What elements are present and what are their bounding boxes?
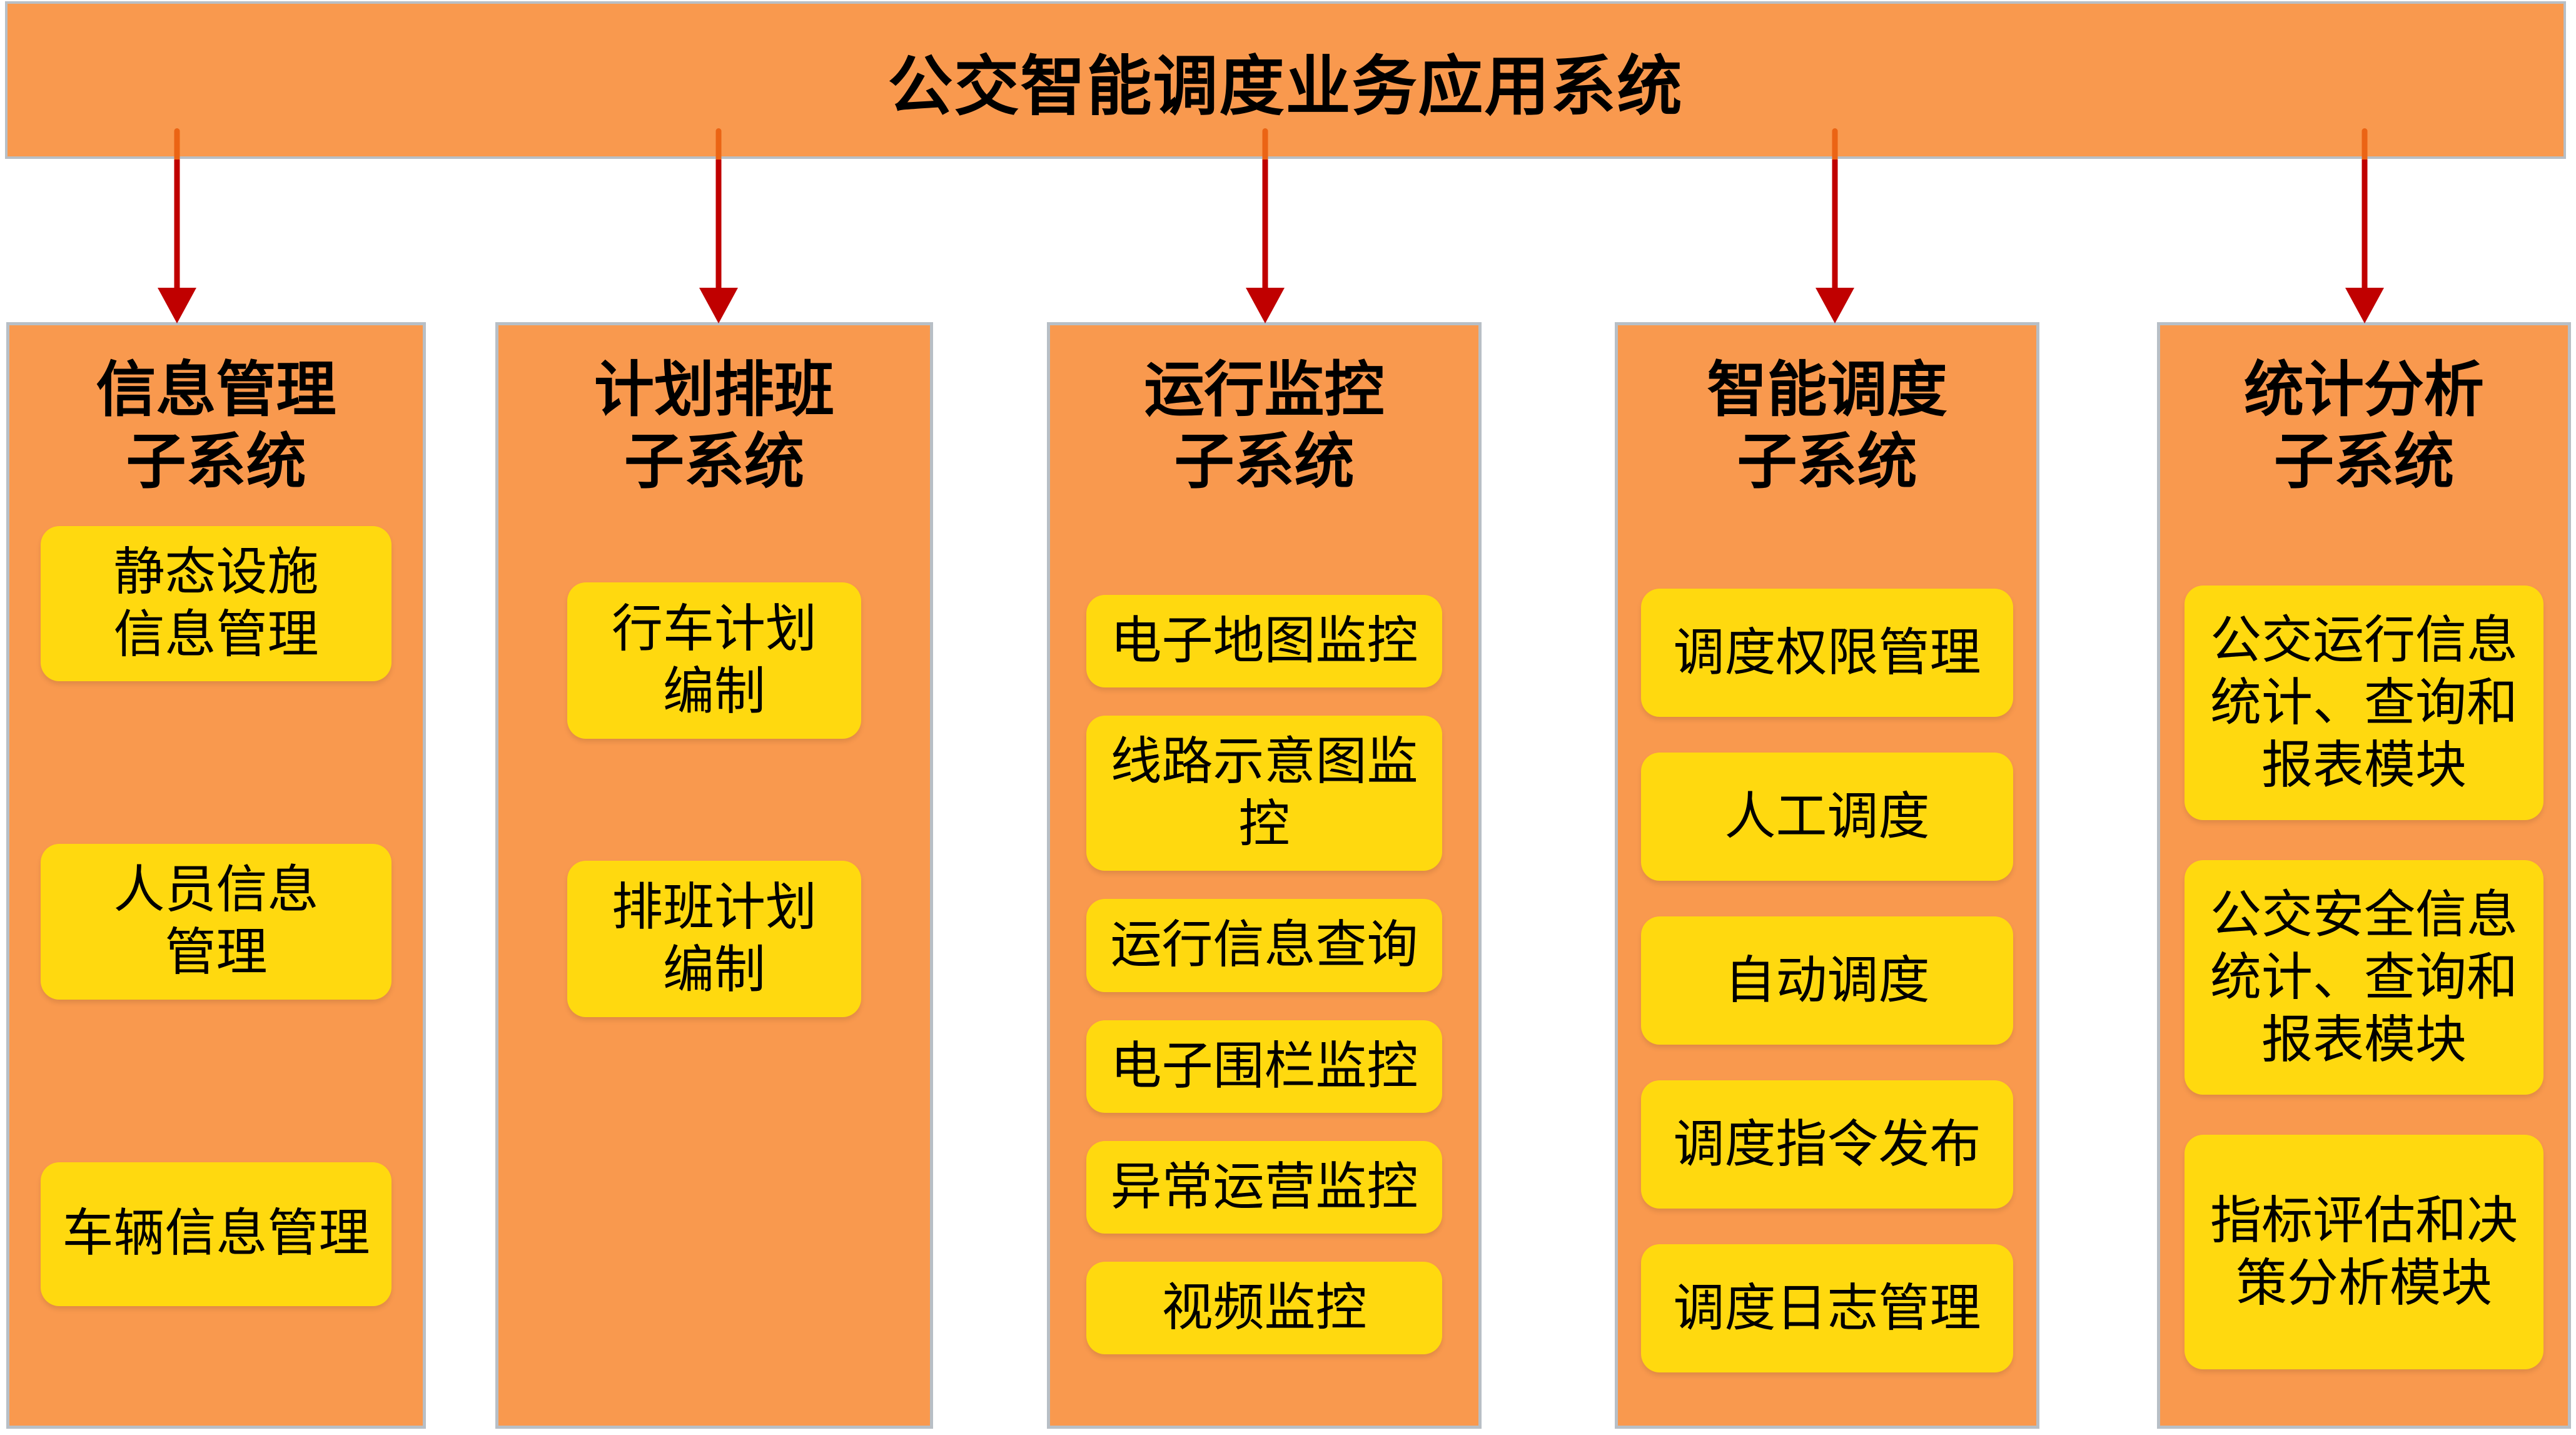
module-item: 行车计划 编制 — [567, 582, 861, 739]
module-list: 公交运行信息 统计、查询和 报表模块公交安全信息 统计、查询和 报表模块指标评估… — [2160, 586, 2568, 1370]
module-item: 线路示意图监 控 — [1086, 716, 1442, 871]
module-item: 电子围栏监控 — [1086, 1020, 1442, 1113]
subsystem-title: 智能调度 子系统 — [1707, 357, 1947, 496]
module-list: 电子地图监控线路示意图监 控运行信息查询电子围栏监控异常运营监控视频监控 — [1050, 595, 1478, 1354]
down-arrow-icon — [1816, 128, 1854, 323]
module-item: 公交运行信息 统计、查询和 报表模块 — [2185, 586, 2543, 821]
down-arrow-icon — [699, 128, 738, 323]
subsystem-column-statistical-analysis: 统计分析 子系统 公交运行信息 统计、查询和 报表模块公交安全信息 统计、查询和… — [2157, 322, 2571, 1429]
subsystem-title: 运行监控 子系统 — [1144, 357, 1385, 496]
subsystem-column-operation-monitoring: 运行监控 子系统 电子地图监控线路示意图监 控运行信息查询电子围栏监控异常运营监… — [1047, 322, 1482, 1429]
module-list: 调度权限管理人工调度自动调度调度指令发布调度日志管理 — [1618, 589, 2036, 1373]
module-item: 调度权限管理 — [1640, 589, 2014, 718]
module-item: 车辆信息管理 — [40, 1162, 392, 1306]
module-item: 自动调度 — [1640, 916, 2014, 1045]
header-banner: 公交智能调度业务应用系统 — [5, 1, 2566, 159]
down-arrow-icon — [2345, 128, 2384, 323]
module-item: 人员信息 管理 — [40, 844, 392, 1000]
subsystem-title: 信息管理 子系统 — [96, 357, 336, 496]
module-item: 公交安全信息 统计、查询和 报表模块 — [2185, 860, 2543, 1095]
subsystem-title: 计划排班 子系统 — [594, 357, 834, 496]
module-item: 调度日志管理 — [1640, 1244, 2014, 1373]
module-item: 异常运营监控 — [1086, 1140, 1442, 1234]
subsystem-title: 统计分析 子系统 — [2244, 357, 2484, 496]
module-item: 静态设施 信息管理 — [40, 526, 392, 682]
module-item: 运行信息查询 — [1086, 899, 1442, 992]
module-item: 调度指令发布 — [1640, 1080, 2014, 1209]
module-list: 行车计划 编制排班计划 编制 — [498, 582, 930, 1018]
module-list: 静态设施 信息管理人员信息 管理车辆信息管理 — [9, 526, 423, 1306]
page-title: 公交智能调度业务应用系统 — [887, 50, 1684, 123]
subsystem-column-info-management: 信息管理 子系统 静态设施 信息管理人员信息 管理车辆信息管理 — [6, 322, 426, 1429]
module-item: 排班计划 编制 — [567, 861, 861, 1018]
module-item: 视频监控 — [1086, 1261, 1442, 1354]
down-arrow-icon — [1246, 128, 1285, 323]
down-arrow-icon — [158, 128, 196, 323]
subsystem-column-intelligent-dispatch: 智能调度 子系统 调度权限管理人工调度自动调度调度指令发布调度日志管理 — [1615, 322, 2039, 1429]
subsystem-column-plan-scheduling: 计划排班 子系统 行车计划 编制排班计划 编制 — [495, 322, 933, 1429]
module-item: 指标评估和决 策分析模块 — [2185, 1135, 2543, 1370]
module-item: 电子地图监控 — [1086, 595, 1442, 688]
module-item: 人工调度 — [1640, 753, 2014, 881]
